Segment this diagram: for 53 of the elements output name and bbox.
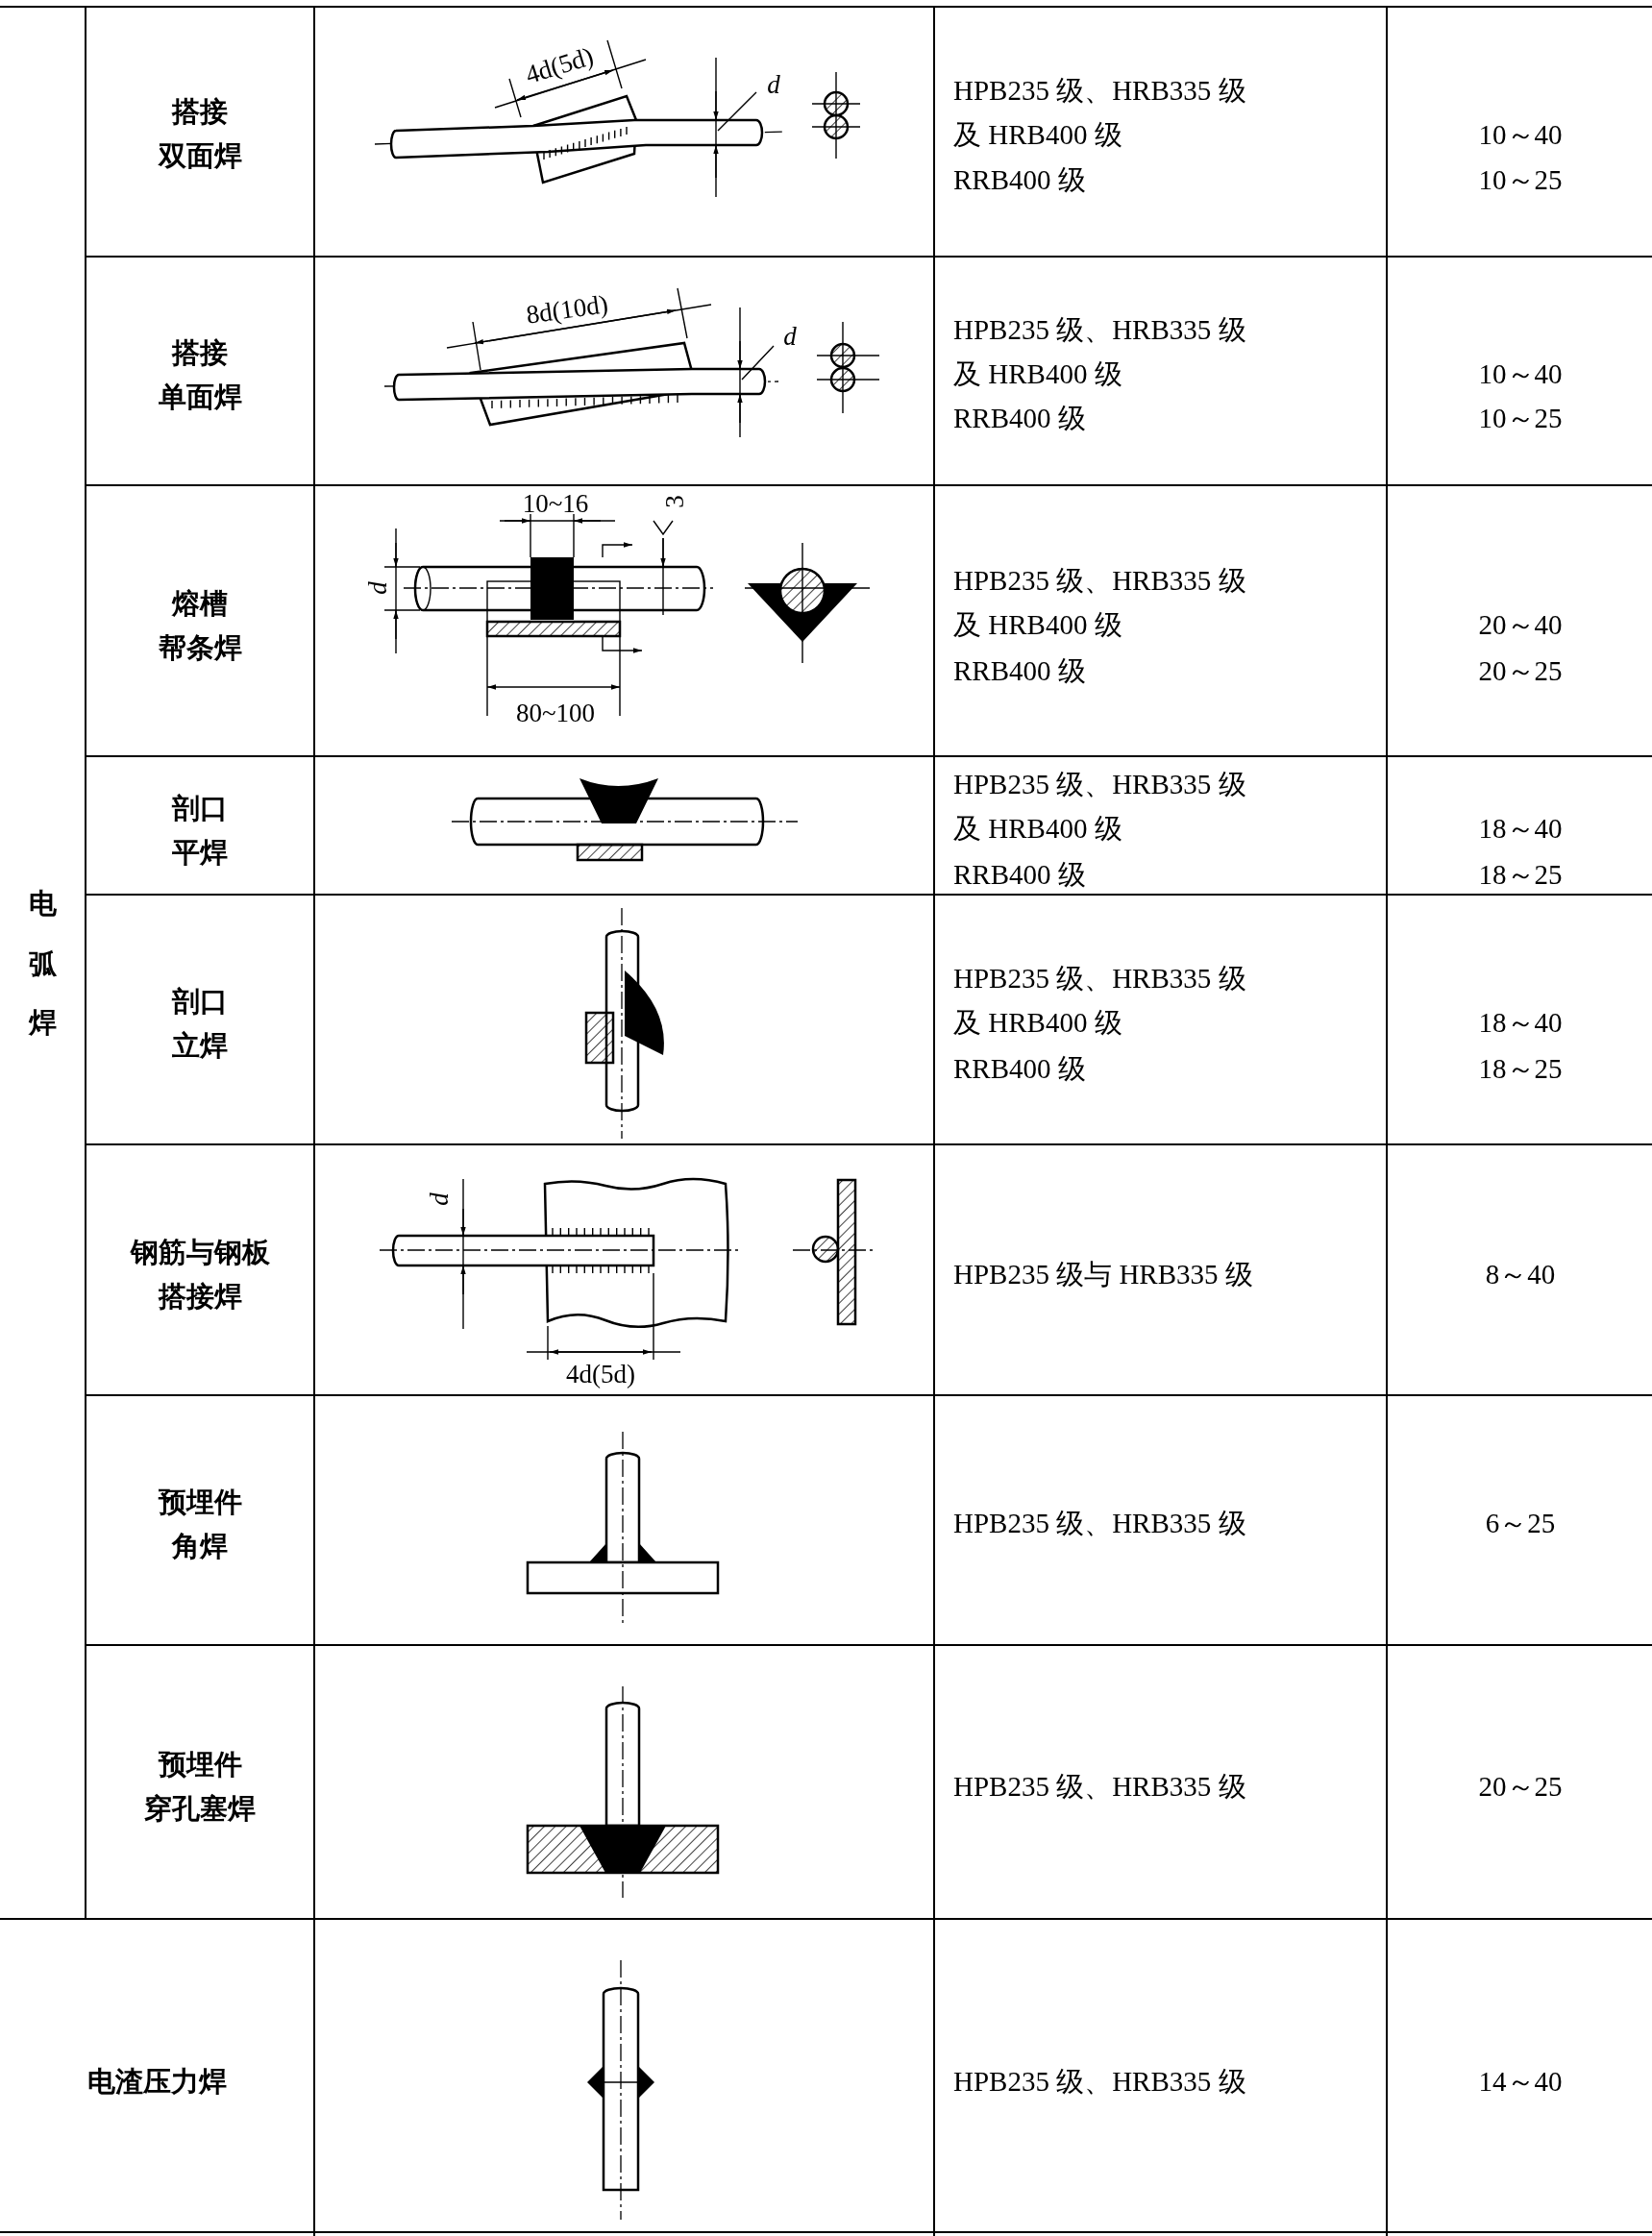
row-heading: 搭接双面焊 (158, 95, 242, 173)
dimension-label: d (767, 70, 780, 99)
row-heading: 电渣压力焊 (86, 2065, 227, 2099)
row-heading: 钢筋与钢板搭接焊 (130, 1236, 270, 1314)
row-heading: 熔槽帮条焊 (158, 587, 242, 665)
diameter-range: 8～40 (1485, 1258, 1556, 1291)
grade-text: RRB400 级 (953, 858, 1086, 892)
grade-text: HPB235 级、HRB335 级 (953, 768, 1246, 801)
diameter-range: 20～25 (1478, 1770, 1563, 1804)
row-heading: 剖口立焊 (172, 985, 228, 1063)
grade-text: 及 HRB400 级 (953, 118, 1122, 152)
grade-text: 及 HRB400 级 (953, 812, 1122, 846)
grade-text: RRB400 级 (953, 654, 1086, 688)
grade-text: 及 HRB400 级 (953, 1006, 1122, 1040)
dimension-label: 8d(10d) (524, 289, 610, 330)
row-heading: 搭接单面焊 (158, 336, 242, 414)
dimension-label: 4d(5d) (566, 1360, 635, 1388)
diameter-range: 10～40 (1478, 118, 1563, 152)
grade-text: HPB235 级、HRB335 级 (953, 74, 1246, 108)
diameter-range: 14～40 (1478, 2065, 1563, 2099)
dimension-label: 10~16 (522, 489, 589, 518)
row-heading: 剖口平焊 (172, 792, 228, 870)
dimension-label: d (363, 581, 392, 595)
grade-text: HPB235 级、HRB335 级 (953, 1770, 1246, 1804)
diameter-range: 18～25 (1478, 1052, 1563, 1086)
row-heading: 预埋件角焊 (158, 1486, 242, 1563)
dimension-label: 3 (660, 495, 689, 508)
diameter-range: 10～25 (1478, 402, 1563, 435)
diameter-range: 6～25 (1485, 1507, 1556, 1540)
grade-text: HPB235 级、HRB335 级 (953, 962, 1246, 995)
grade-text: HPB235 级与 HRB335 级 (953, 1258, 1253, 1291)
dimension-label: d (425, 1192, 454, 1206)
grade-text: HPB235 级、HRB335 级 (953, 313, 1246, 347)
dimension-label: 80~100 (515, 699, 596, 727)
grade-text: RRB400 级 (953, 402, 1086, 435)
diameter-range: 20～25 (1478, 654, 1563, 688)
diameter-range: 10～40 (1478, 357, 1563, 391)
grade-text: HPB235 级、HRB335 级 (953, 2065, 1246, 2099)
diameter-range: 18～25 (1478, 858, 1563, 892)
category-heading: 电弧焊 (27, 866, 60, 1047)
grade-text: 及 HRB400 级 (953, 608, 1122, 642)
diameter-range: 18～40 (1478, 812, 1563, 846)
grade-text: HPB235 级、HRB335 级 (953, 1507, 1246, 1540)
grade-text: HPB235 级、HRB335 级 (953, 564, 1246, 598)
dimension-label: d (783, 322, 797, 351)
diameter-range: 10～25 (1478, 163, 1563, 197)
diameter-range: 18～40 (1478, 1006, 1563, 1040)
diameter-range: 20～40 (1478, 608, 1563, 642)
grade-text: 及 HRB400 级 (953, 357, 1122, 391)
row-heading: 预埋件穿孔塞焊 (144, 1748, 256, 1826)
grade-text: RRB400 级 (953, 1052, 1086, 1086)
dimension-label: 4d(5d) (522, 41, 597, 89)
grade-text: RRB400 级 (953, 163, 1086, 197)
